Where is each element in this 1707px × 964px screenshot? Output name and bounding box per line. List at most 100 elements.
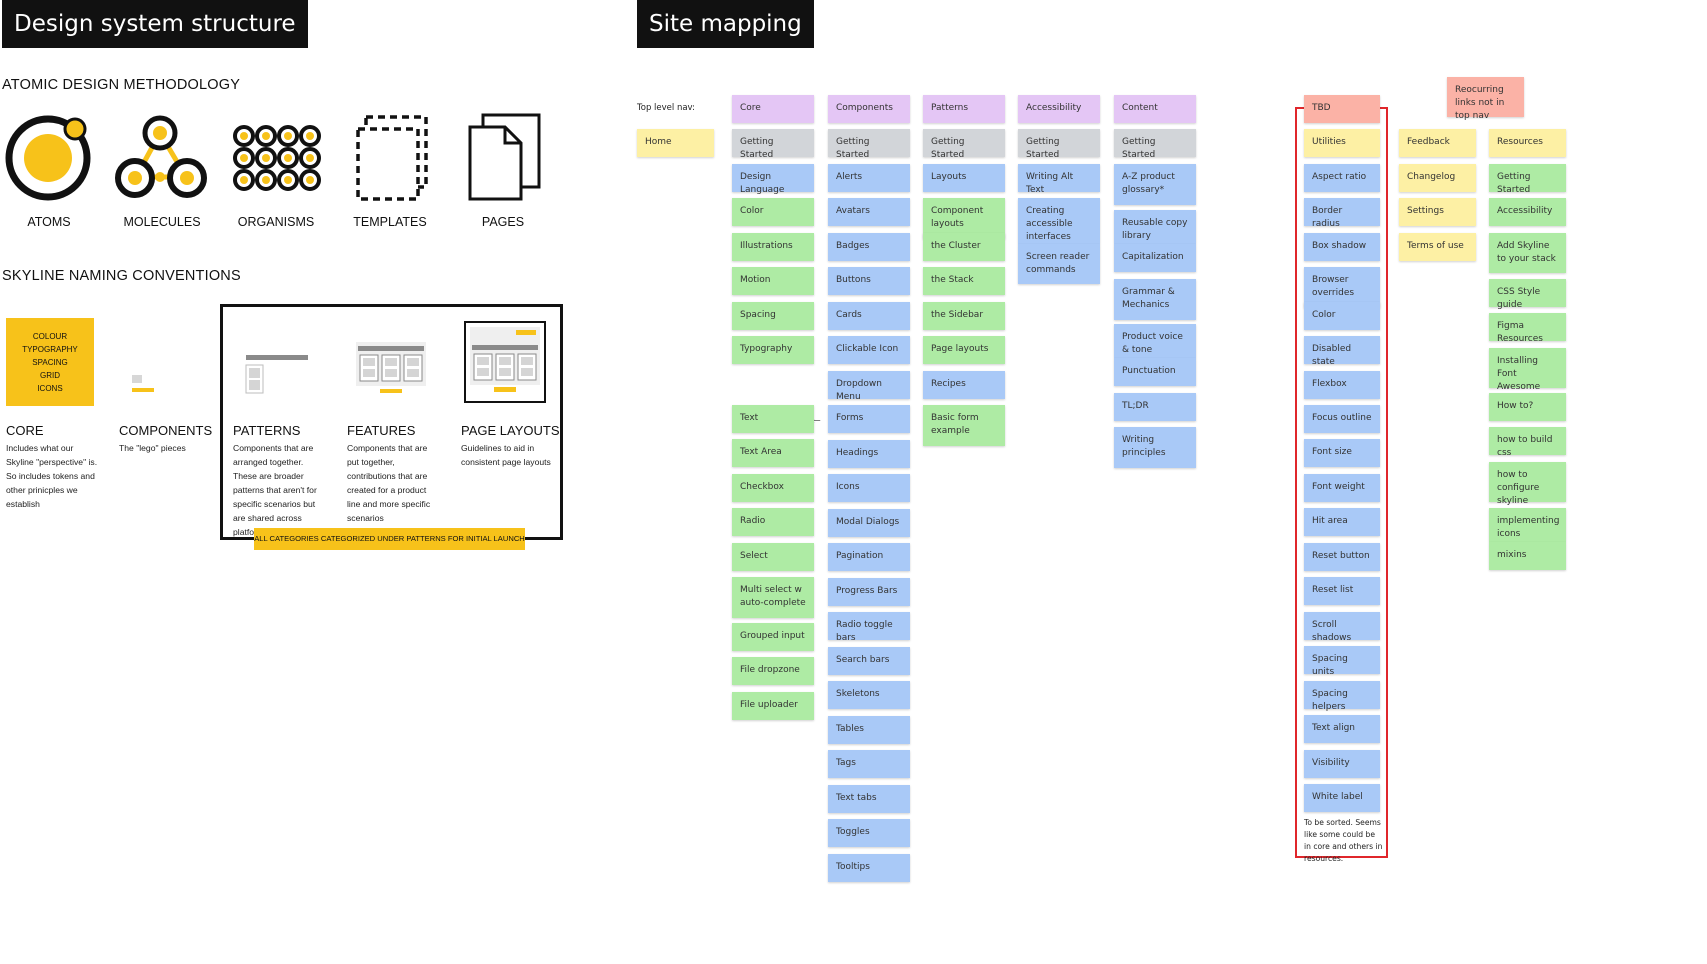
atom-icon <box>5 115 91 201</box>
note-writing-principles: Writing principles <box>1114 427 1196 468</box>
note-the-sidebar: the Sidebar <box>923 302 1005 330</box>
note-accessibility-header: Accessibility <box>1018 95 1100 123</box>
note-content-header: Content <box>1114 95 1196 123</box>
note-terms-of-use: Terms of use <box>1399 232 1476 261</box>
component-bar-icon <box>132 388 154 392</box>
atomic-heading: ATOMIC DESIGN METHODOLOGY <box>2 77 241 93</box>
organism-icon <box>233 125 321 191</box>
note-components-header: Components <box>828 95 910 123</box>
molecule-icon <box>115 115 207 198</box>
core-card-line: TYPOGRAPHY <box>22 345 78 354</box>
note-tbd-font-weight: Font weight <box>1304 474 1380 502</box>
note-tags: Tags <box>828 750 910 778</box>
note-modal-dialogs: Modal Dialogs <box>828 508 910 537</box>
note-badges: Badges <box>828 232 910 261</box>
note-radio-toggle-bars: Radio toggle bars <box>828 612 910 643</box>
note-cards: Cards <box>828 301 910 330</box>
note-basic-form-example: Basic form example <box>923 405 1005 446</box>
template-icon <box>356 115 428 201</box>
note-getting-started: Getting Started <box>1018 129 1100 160</box>
note-pagination: Pagination <box>828 543 910 571</box>
note-grammar-mechanics: Grammar & Mechanics <box>1114 279 1196 320</box>
note-res-how-to-configure-skyline: how to configure skyline <box>1489 462 1566 506</box>
core-card: COLOUR TYPOGRAPHY SPACING GRID ICONS <box>6 318 94 406</box>
core-card-line: SPACING <box>32 358 68 367</box>
note-res-how-to-build-css: how to build css <box>1489 427 1566 458</box>
note-tbd-font-size: Font size <box>1304 439 1380 467</box>
note-recurring-links: Reocurring links not in top nav <box>1447 77 1524 121</box>
note-tbd-border-radius: Border radius <box>1304 198 1380 229</box>
core-card-line: GRID <box>40 371 60 380</box>
pages-label: PAGES <box>481 215 525 229</box>
site-mapping-title: Site mapping <box>637 0 814 48</box>
note-res-getting-started: Getting Started <box>1489 164 1566 195</box>
note-product-voice-tone: Product voice & tone <box>1114 324 1196 358</box>
note-motion: Motion <box>732 267 814 295</box>
note-tbd-box-shadow: Box shadow <box>1304 233 1380 261</box>
note-tbd-spacing-helpers: Spacing helpers <box>1304 681 1380 712</box>
note-tbd-reset-list: Reset list <box>1304 577 1380 605</box>
page-layout-icon <box>464 321 546 403</box>
note-file-uploader: File uploader <box>732 692 814 720</box>
note-progress-bars: Progress Bars <box>828 577 910 606</box>
note-alerts: Alerts <box>828 163 910 192</box>
note-search-bars: Search bars <box>828 646 910 675</box>
page-layouts-desc: Guidelines to aid in consistent page lay… <box>461 443 551 467</box>
note-tbd-aspect-ratio: Aspect ratio <box>1304 164 1380 192</box>
note-tbd-text-align: Text align <box>1304 715 1380 743</box>
note-res-figma-resources: Figma Resources <box>1489 313 1566 344</box>
patterns-desc: Components that are arranged together. T… <box>233 443 317 537</box>
features-desc: Components that are put together, contri… <box>347 443 431 523</box>
note-icons: Icons <box>828 474 910 502</box>
features-title: FEATURES <box>347 423 416 438</box>
note-getting-started: Getting Started <box>732 129 814 160</box>
pages-icon <box>468 113 541 201</box>
core-card-line: COLOUR <box>32 332 68 341</box>
note-forms: Forms <box>828 405 910 433</box>
note-screen-reader-commands: Screen reader commands <box>1018 244 1100 284</box>
note-tbd-flexbox: Flexbox <box>1304 371 1380 399</box>
top-level-nav-label: Top level nav: <box>637 103 695 113</box>
note-res-css-style-guide: CSS Style guide <box>1489 279 1566 310</box>
note-getting-started: Getting Started <box>923 129 1005 160</box>
note-tooltips: Tooltips <box>828 853 910 882</box>
note-res-implementing-icons: implementing icons <box>1489 508 1566 542</box>
note-text: Text <box>732 405 814 433</box>
organisms-label: ORGANISMS <box>237 215 315 229</box>
note-writing-alt-text: Writing Alt Text <box>1018 164 1100 195</box>
note-tables: Tables <box>828 715 910 744</box>
note-dropdown-menu: Dropdown Menu <box>828 370 910 402</box>
patterns-title: PATTERNS <box>233 423 301 438</box>
patterns-launch-banner: ALL CATEGORIES CATEGORIZED UNDER PATTERN… <box>254 528 525 550</box>
note-tbd-utilities: Utilities <box>1304 129 1380 157</box>
note-res-accessibility: Accessibility <box>1489 198 1566 226</box>
note-tbd-browser-overrides: Browser overrides <box>1304 267 1380 308</box>
note-select: Select <box>732 543 814 571</box>
core-title: CORE <box>6 423 44 438</box>
note-tbd-spacing-units: Spacing units <box>1304 646 1380 677</box>
note-tbd-white-label: White label <box>1304 784 1380 812</box>
note-home: Home <box>637 129 714 157</box>
note-tbd-reset-button: Reset button <box>1304 543 1380 571</box>
note-radio: Radio <box>732 508 814 536</box>
feature-icon <box>356 342 426 393</box>
note-tbd-focus-outline: Focus outline <box>1304 405 1380 433</box>
note-core-header: Core <box>732 95 814 123</box>
note-reusable-copy-library: Reusable copy library <box>1114 210 1196 244</box>
page-layouts-title: PAGE LAYOUTS <box>461 423 560 438</box>
note-tbd-color: Color <box>1304 302 1380 330</box>
note-layouts: Layouts <box>923 164 1005 192</box>
note-spacing: Spacing <box>732 301 814 330</box>
note-tbd-hit-area: Hit area <box>1304 508 1380 536</box>
note-res-how-to: How to? <box>1489 393 1566 421</box>
note-clickable-icon: Clickable Icon <box>828 336 910 364</box>
core-card-line: ICONS <box>37 384 63 393</box>
note-getting-started: Getting Started <box>1114 129 1196 160</box>
note-creating-accessible-interfaces: Creating accessible interfaces <box>1018 198 1100 244</box>
note-the-stack: the Stack <box>923 267 1005 295</box>
note-feedback: Feedback <box>1399 129 1476 157</box>
components-desc: The "lego" pieces <box>119 443 186 453</box>
note-tl-dr: TL;DR <box>1114 393 1196 421</box>
note-text-tabs: Text tabs <box>828 784 910 813</box>
note-getting-started: Getting Started <box>828 129 910 160</box>
